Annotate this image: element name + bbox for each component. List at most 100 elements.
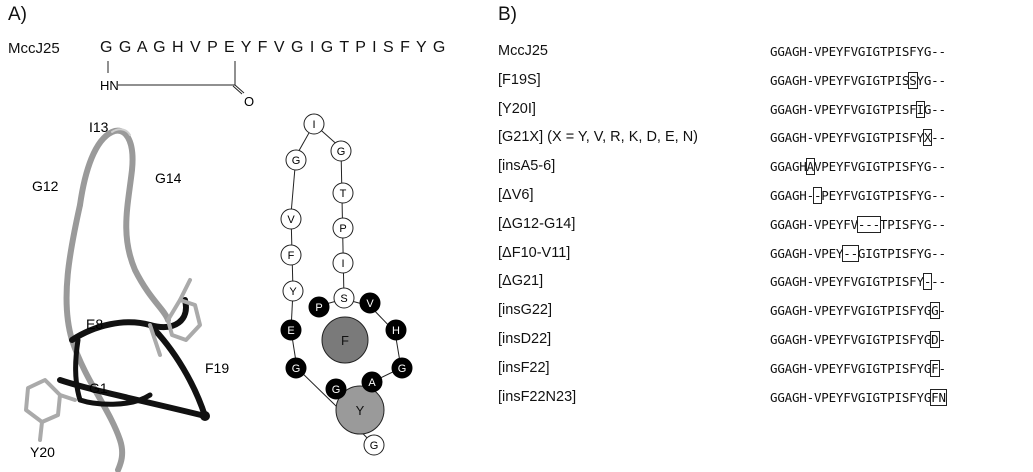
sequence-prefix: GGAGH-VPEYFVGIGTPISFYG-- bbox=[770, 44, 946, 59]
residue-loop-g: G bbox=[292, 155, 301, 167]
sequence-suffix: - bbox=[938, 360, 947, 376]
residue-loop-i: I bbox=[312, 119, 315, 131]
mutation-box: - bbox=[922, 273, 933, 291]
residue-loop-f: F bbox=[288, 250, 295, 262]
mutant-name: [insG22] bbox=[498, 302, 552, 319]
mutant-sequence: GGAGH--PEYFVGIGTPISFYG-- bbox=[770, 187, 946, 204]
sequence-prefix: GGAGH-VPEYFVGIGTPISFY bbox=[770, 274, 924, 290]
sequence-prefix: GGAGH-VPEYFVGIGTPISFYG bbox=[770, 360, 932, 376]
sequence-suffix: GIGTPISFYG-- bbox=[857, 245, 946, 261]
residue-loop-v: V bbox=[287, 214, 295, 226]
mutant-name: [Y20I] bbox=[498, 100, 536, 117]
isopeptide-linkage: HN O bbox=[100, 61, 254, 109]
mutant-sequence: GGAGH-VPEY--GIGTPISFYG-- bbox=[770, 244, 946, 262]
ring-residues: E P V H G A G G bbox=[280, 292, 413, 400]
residue-loop-p: P bbox=[339, 223, 346, 235]
sequence-prefix: GGAGH-VPEYFVGIGTPISF bbox=[770, 101, 917, 117]
residue-tail-g: G bbox=[370, 440, 379, 452]
mutation-box: D bbox=[930, 331, 940, 348]
mutant-name: [ΔF10-V11] bbox=[498, 244, 571, 261]
peptide-name: MccJ25 bbox=[8, 40, 60, 57]
linkage-nh: HN bbox=[100, 78, 119, 93]
mutant-sequence: GGAGH-VPEYFVGIGTPISFYG-- bbox=[770, 44, 946, 59]
mutant-name: [ΔG12-G14] bbox=[498, 215, 576, 232]
mutation-box: --- bbox=[856, 215, 881, 233]
sequence-suffix: G-- bbox=[923, 101, 946, 117]
mutant-name: [F19S] bbox=[498, 71, 541, 88]
ribbon-structure bbox=[24, 127, 210, 472]
sequence-suffix: -- bbox=[931, 274, 946, 290]
mutant-sequence: GGAGH-VPEYFVGIGTPISFY--- bbox=[770, 273, 946, 291]
sequence-suffix: VPEYFVGIGTPISFYG-- bbox=[813, 159, 946, 175]
mutant-sequence: GGAGHAVPEYFVGIGTPISFYG-- bbox=[770, 158, 946, 176]
sequence-prefix: GGAGH-VPEYFVGIGTPIS bbox=[770, 72, 910, 88]
mutation-box: G bbox=[930, 302, 940, 320]
residue-ring-g2: G bbox=[332, 384, 341, 396]
mutant-name: [insD22] bbox=[498, 331, 552, 347]
residue-ring-h: H bbox=[392, 325, 400, 337]
sequence-prefix: GGAGH-VPEYFVGIGTPISFY bbox=[770, 130, 924, 146]
label-g12: G12 bbox=[32, 178, 59, 194]
sequence-prefix: GGAGH-VPEYFVGIGTPISFYG bbox=[770, 303, 932, 319]
peptide-sequence: G G A G H V P E Y F V G I G T P I S F Y … bbox=[100, 39, 447, 56]
mutant-sequence: GGAGH-VPEYFVGIGTPISSYG-- bbox=[770, 71, 947, 89]
mutation-box: X bbox=[922, 129, 933, 147]
residue-loop-y: Y bbox=[289, 286, 297, 298]
residue-ring-a: A bbox=[368, 377, 376, 389]
residue-ring-g3: G bbox=[292, 363, 301, 375]
mutation-box: A bbox=[805, 158, 816, 176]
mutation-box: F bbox=[930, 359, 940, 377]
loop-residues: I G V F Y G T P I S bbox=[280, 113, 355, 309]
sequence-prefix: GGAGH-VPEY bbox=[770, 245, 844, 261]
mutant-sequence: GGAGH-VPEYFVGIGTPISFIG-- bbox=[770, 100, 946, 118]
residue-loop-s: S bbox=[340, 293, 347, 305]
mutation-box: FN bbox=[930, 388, 947, 406]
mutation-box: S bbox=[908, 71, 918, 89]
mutant-sequence: GGAGH-VPEYFVGIGTPISFYGFN bbox=[770, 388, 947, 406]
panel-a-label: A) bbox=[8, 4, 27, 25]
mutant-name: [insF22] bbox=[498, 359, 550, 376]
mutation-box: -- bbox=[842, 244, 859, 262]
residue-loop-i2: I bbox=[341, 258, 344, 270]
mutant-name: MccJ25 bbox=[498, 43, 548, 59]
mutant-sequence: GGAGH-VPEYFV---TPISFYG-- bbox=[770, 215, 946, 233]
sequence-prefix: GGAGH bbox=[770, 159, 807, 175]
panel-a-graphics: HN O I13 G12 G14 E8 F19 G1 Y20 bbox=[24, 61, 413, 472]
sequence-prefix: GGAGH-VPEYFVGIGTPISFYG bbox=[770, 332, 932, 347]
label-f19: F19 bbox=[205, 360, 229, 376]
sequence-prefix: GGAGH-VPEYFVGIGTPISFYG bbox=[770, 389, 932, 405]
mutant-name: [ΔG21] bbox=[498, 273, 544, 290]
residue-ring-g1: G bbox=[398, 363, 407, 375]
lasso-schematic: F Y I G V F Y G T P I S bbox=[280, 113, 413, 456]
sequence-suffix: - bbox=[938, 332, 947, 347]
sequence-suffix: -- bbox=[931, 130, 946, 146]
sequence-prefix: GGAGH- bbox=[770, 188, 814, 203]
residue-ring-e: E bbox=[287, 325, 294, 337]
panel-b-label: B) bbox=[498, 4, 517, 25]
label-i13: I13 bbox=[89, 119, 109, 135]
mutant-sequence: GGAGH-VPEYFVGIGTPISFYX-- bbox=[770, 129, 946, 147]
sequence-suffix: PEYFVGIGTPISFYG-- bbox=[821, 188, 946, 203]
mutant-sequence: GGAGH-VPEYFVGIGTPISFYGF- bbox=[770, 359, 947, 377]
label-y20: Y20 bbox=[30, 444, 55, 460]
sequence-prefix: GGAGH-VPEYFV bbox=[770, 216, 858, 232]
residue-ring-p: P bbox=[315, 302, 322, 314]
mutant-name: [ΔV6] bbox=[498, 187, 534, 203]
mutant-name: [insF22N23] bbox=[498, 388, 577, 405]
residue-big-y: Y bbox=[356, 403, 365, 418]
residue-ring-v: V bbox=[366, 298, 374, 310]
label-e8: E8 bbox=[86, 316, 103, 332]
mutant-name: [insA5-6] bbox=[498, 158, 556, 175]
residue-big-f: F bbox=[341, 333, 349, 348]
mutant-name: [G21X] (X = Y, V, R, K, D, E, N) bbox=[498, 129, 698, 146]
label-g1: G1 bbox=[89, 380, 108, 396]
mutation-box: - bbox=[812, 187, 823, 204]
linkage-o: O bbox=[244, 94, 254, 109]
mutation-box: I bbox=[915, 100, 925, 118]
sequence-suffix: - bbox=[938, 303, 947, 319]
sequence-suffix: TPISFYG-- bbox=[879, 216, 946, 232]
residue-loop-g2: G bbox=[337, 146, 346, 158]
sequence-suffix: YG-- bbox=[916, 72, 947, 88]
mutant-sequence: GGAGH-VPEYFVGIGTPISFYGG- bbox=[770, 302, 947, 320]
mutant-sequence: GGAGH-VPEYFVGIGTPISFYGD- bbox=[770, 331, 947, 348]
